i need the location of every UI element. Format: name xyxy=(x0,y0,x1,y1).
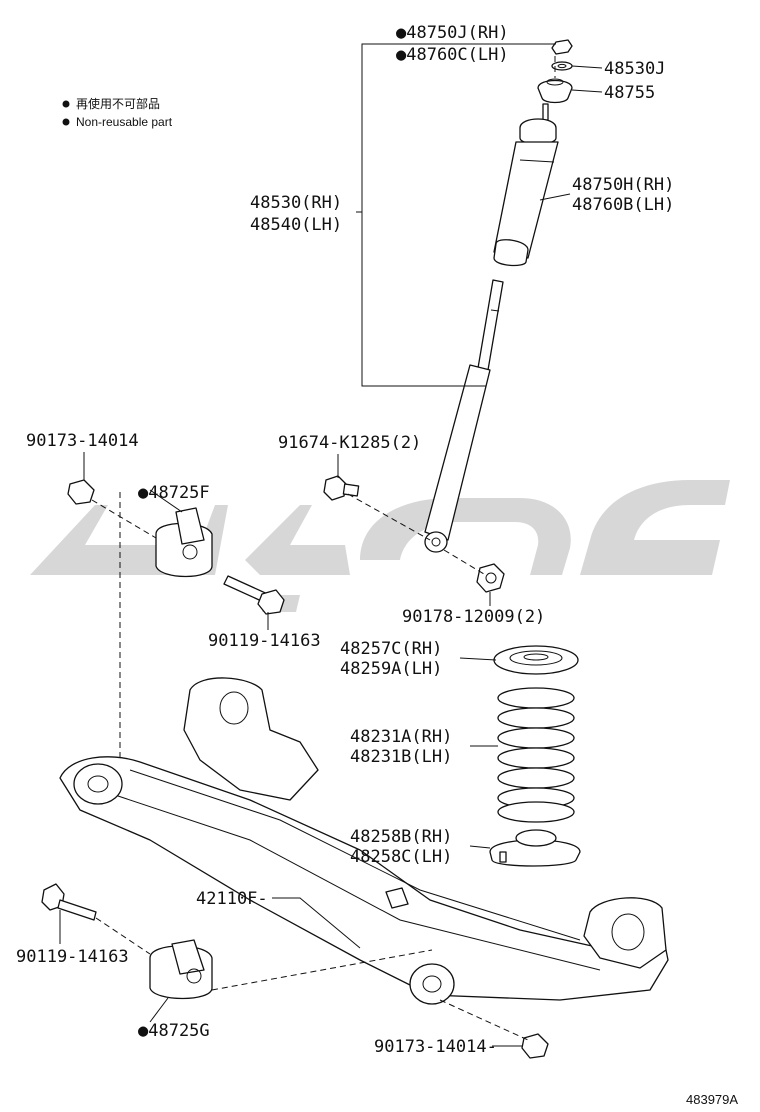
label-48540: 48540(LH) xyxy=(250,215,342,235)
legend: 再使用不可部品 Non-reusable part xyxy=(62,96,173,129)
label-48530: 48530(RH) xyxy=(250,193,342,213)
bracket-icon xyxy=(183,677,319,801)
bushing-48725F xyxy=(155,507,213,578)
nut-90173-lower xyxy=(521,1033,549,1059)
insulator-icon xyxy=(489,839,581,867)
piston-rod-icon xyxy=(477,279,504,371)
upper-mount-icon xyxy=(519,118,557,145)
shock-absorber-assembly xyxy=(424,39,573,553)
label-91674: 91674-K1285(2) xyxy=(278,433,421,453)
label-48231B: 48231B(LH) xyxy=(350,747,452,767)
label-48725F: ●48725F xyxy=(138,483,210,503)
installation-lines xyxy=(91,56,556,1041)
label-90178: 90178-12009(2) xyxy=(402,607,545,627)
leader-lines xyxy=(59,43,603,1047)
lower-eye-icon xyxy=(424,531,448,553)
upper-spring-insulator xyxy=(493,645,579,675)
label-48750H: 48750H(RH) xyxy=(572,175,674,195)
label-90173-lower: 90173-14014- xyxy=(374,1037,497,1057)
rear-axle-beam xyxy=(59,677,669,1005)
label-48258C: 48258C(LH) xyxy=(350,847,452,867)
nut-90173-upper xyxy=(67,479,95,505)
legend-english: Non-reusable part xyxy=(76,115,173,129)
bolt-90119-upper xyxy=(223,575,285,615)
label-48750J: ●48750J(RH) xyxy=(396,23,509,43)
hub-carrier-icon xyxy=(583,897,667,969)
bushing-icon xyxy=(537,79,573,104)
dust-boot-icon xyxy=(493,141,559,259)
bolt-90119-lower xyxy=(41,883,97,921)
label-42110F: 42110F- xyxy=(196,889,268,909)
legend-japanese: 再使用不可部品 xyxy=(76,96,160,111)
bolt-head-icon xyxy=(257,589,285,615)
legend-dot-icon xyxy=(62,118,70,126)
nut-icon xyxy=(67,479,95,505)
lower-spring-insulator xyxy=(489,829,581,867)
shock-body-icon xyxy=(424,364,491,541)
label-48257C: 48257C(RH) xyxy=(340,639,442,659)
label-48725G: ●48725G xyxy=(138,1021,210,1041)
axle-beam-icon xyxy=(59,756,669,1001)
label-48231A: 48231A(RH) xyxy=(350,727,452,747)
rod-top-icon xyxy=(542,103,549,121)
label-48755: 48755 xyxy=(604,83,655,103)
label-48760C: ●48760C(LH) xyxy=(396,45,509,65)
bushing-48725G xyxy=(149,939,213,1000)
nut-icon xyxy=(476,563,505,593)
label-90119-lower: 90119-14163 xyxy=(16,947,129,967)
label-90119-upper: 90119-14163 xyxy=(208,631,321,651)
watermark-logo xyxy=(30,480,730,612)
label-48259A: 48259A(LH) xyxy=(340,659,442,679)
legend-dot-icon xyxy=(62,100,70,108)
label-48530J: 48530J xyxy=(604,59,665,79)
label-48760B: 48760B(LH) xyxy=(572,195,674,215)
part-labels: ●48750J(RH) ●48760C(LH) 48530J 48755 485… xyxy=(16,23,738,1107)
nut-90178 xyxy=(476,563,505,593)
label-48258B: 48258B(RH) xyxy=(350,827,452,847)
bolt-head-icon xyxy=(323,475,347,501)
coil-spring xyxy=(497,687,575,823)
bolt-91674 xyxy=(323,475,360,501)
nut-icon xyxy=(551,39,573,55)
label-90173-upper: 90173-14014 xyxy=(26,431,139,451)
nut-icon xyxy=(521,1033,549,1059)
figure-id: 483979A xyxy=(686,1092,738,1107)
